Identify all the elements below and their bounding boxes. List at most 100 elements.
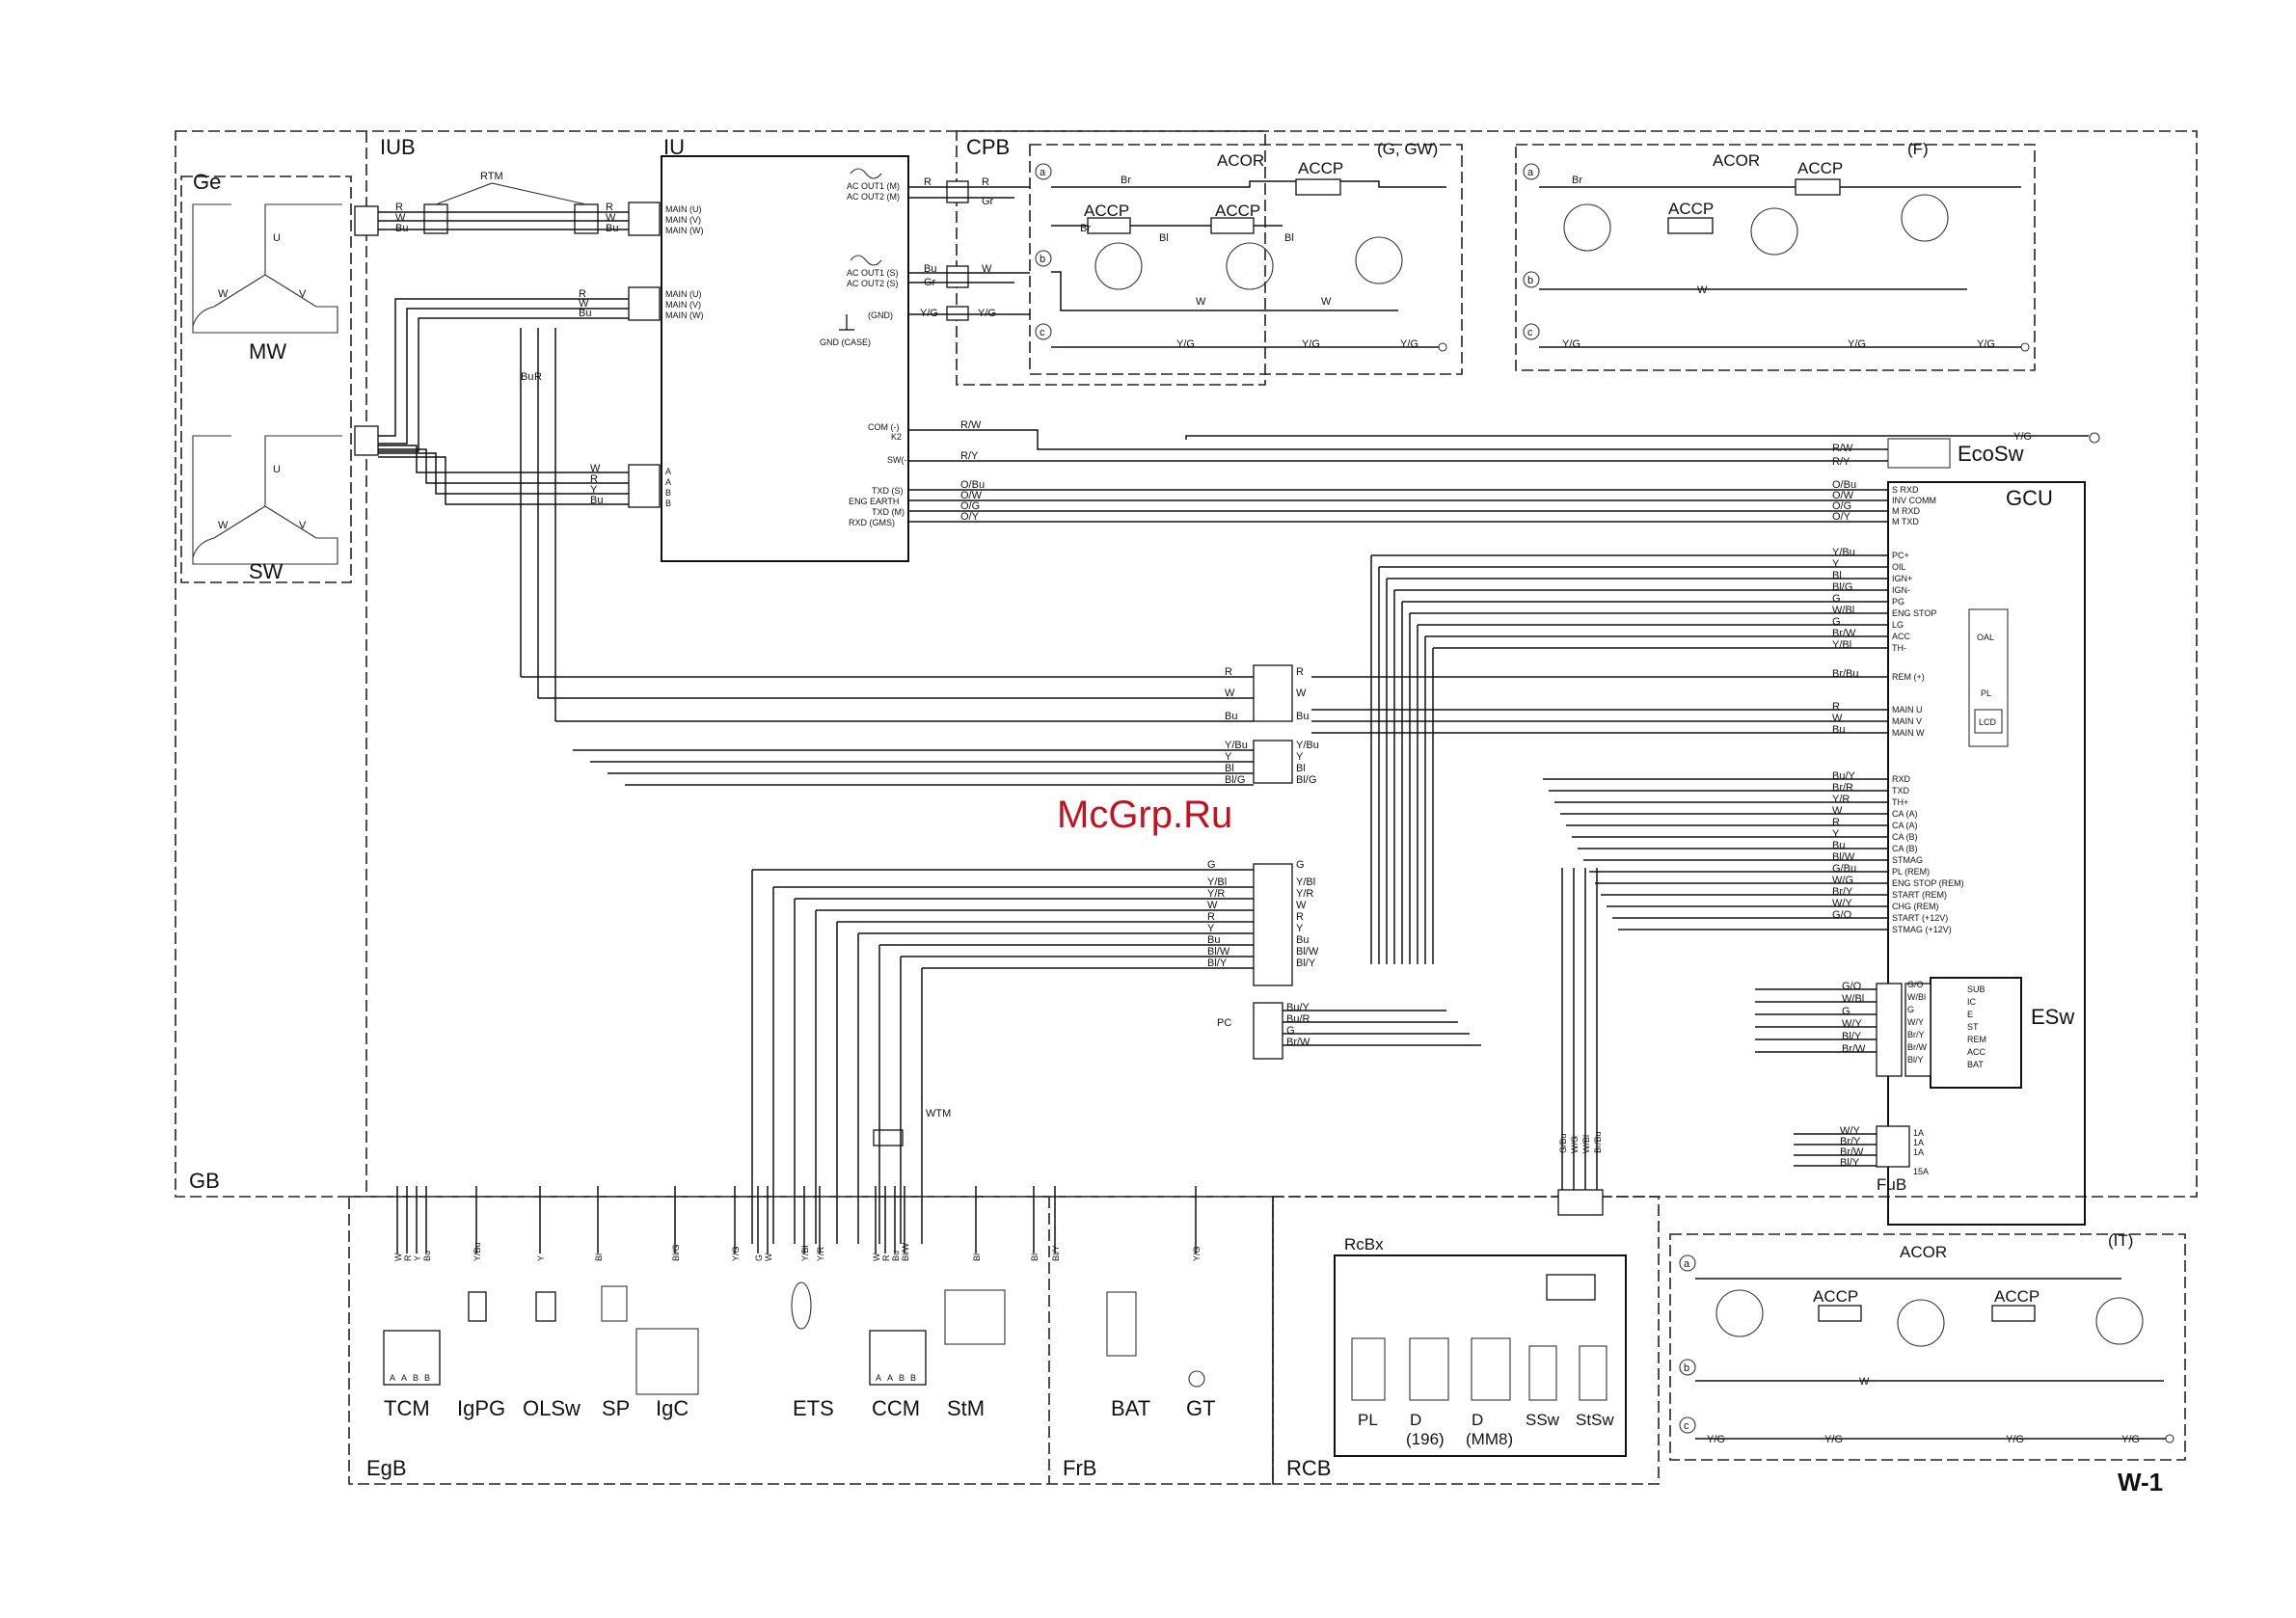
svg-text:Br: Br bbox=[1080, 223, 1091, 234]
label-rcbx: RcBx bbox=[1344, 1235, 1384, 1254]
esw-pin-label: E bbox=[1967, 1010, 1973, 1019]
wire-color-label: W bbox=[1296, 688, 1307, 699]
label-mw: MW bbox=[249, 339, 286, 364]
svg-text:W: W bbox=[1859, 1376, 1870, 1388]
iu-right-terminals: AC OUT1 (M) AC OUT2 (M) AC OUT1 (S) AC O… bbox=[820, 168, 910, 527]
gcu-pin-label: ACC bbox=[1892, 632, 1911, 641]
svg-text:W: W bbox=[1321, 296, 1332, 308]
ecosw-ground-wire bbox=[1185, 435, 2089, 440]
component-label-sp: SP bbox=[602, 1396, 630, 1420]
label-pc: PC bbox=[1217, 1017, 1231, 1029]
acor-g-panel: ACOR (G, GW) ACCP ACCP ACCP a b c Br Br … bbox=[1035, 140, 1447, 352]
wire-color-label: Y/Bu bbox=[1832, 547, 1855, 558]
rcbx: RcBx bbox=[1334, 1189, 1627, 1457]
gcu-pin-label: RXD bbox=[1892, 774, 1911, 784]
gcu-pin-label: OIL bbox=[1892, 562, 1906, 572]
pc-connector: PC bbox=[1217, 1002, 1283, 1060]
wire-color-label: Bl/W bbox=[901, 1242, 910, 1261]
rtm-cable: RTM R W Bu R W Bu bbox=[378, 171, 629, 234]
svg-text:MAIN (U): MAIN (U) bbox=[665, 289, 702, 299]
gcu-pin-label: MAIN W bbox=[1892, 728, 1925, 738]
svg-text:Y/G: Y/G bbox=[1707, 1434, 1725, 1445]
svg-text:ACCP: ACCP bbox=[1813, 1287, 1858, 1306]
svg-text:Y/G: Y/G bbox=[1824, 1434, 1843, 1445]
wire-color-label: R bbox=[1832, 817, 1840, 828]
wire-color-label: W/Bl bbox=[1907, 992, 1926, 1002]
wire-color-label: Bu bbox=[1832, 724, 1845, 736]
wire-color-label: W bbox=[764, 1253, 773, 1261]
wire-color-label: Bu bbox=[1296, 934, 1309, 946]
component-label-igpg: IgPG bbox=[457, 1396, 505, 1420]
wire-color-label: R bbox=[590, 473, 598, 485]
wire-color-label: Bu bbox=[422, 1251, 432, 1261]
wire-color-label: Br/W bbox=[1842, 1043, 1866, 1055]
svg-text:Y/G: Y/G bbox=[978, 308, 996, 319]
svg-text:Gr: Gr bbox=[982, 196, 994, 207]
component-label-stm: StM bbox=[947, 1396, 985, 1420]
sub-winding-wire bbox=[378, 456, 629, 505]
wire-color-label: Br/Bu bbox=[1832, 668, 1859, 680]
svg-text:MAIN (W): MAIN (W) bbox=[665, 226, 704, 235]
gcu-pin-label: REM (+) bbox=[1892, 672, 1925, 682]
svg-text:Bl: Bl bbox=[1284, 232, 1294, 244]
wire-color-label: W/G bbox=[1832, 875, 1853, 886]
ge-box bbox=[180, 175, 352, 583]
wire-color-label: R/W bbox=[960, 419, 982, 431]
svg-text:(GND): (GND) bbox=[868, 310, 893, 320]
wire-color-label: R bbox=[534, 371, 542, 383]
label-gcu: GCU bbox=[2006, 486, 2053, 510]
wire-color-label: Y/R bbox=[816, 1246, 825, 1261]
svg-text:R: R bbox=[606, 202, 613, 213]
label-cpb: CPB bbox=[966, 135, 1010, 159]
svg-text:a: a bbox=[1040, 167, 1046, 178]
wire-color-label: Bu/R bbox=[1286, 1013, 1310, 1025]
tcm-pin-label: A bbox=[390, 1373, 395, 1383]
wire-color-label: R bbox=[403, 1254, 413, 1261]
wire-color-label: G/O bbox=[1832, 909, 1852, 921]
svg-text:COM (-): COM (-) bbox=[868, 422, 900, 432]
mw-winding: U W V MW bbox=[192, 203, 342, 364]
wire-color-label: Y bbox=[536, 1255, 546, 1261]
gcu-pin-label: TXD bbox=[1892, 786, 1910, 796]
page-label: W-1 bbox=[2118, 1468, 2163, 1497]
wire-color-label: Bu bbox=[579, 308, 591, 319]
label-iu: IU bbox=[663, 135, 685, 159]
cpb-box bbox=[956, 130, 1266, 386]
svg-text:Br: Br bbox=[1572, 175, 1582, 186]
svg-text:V: V bbox=[299, 520, 307, 531]
svg-text:W: W bbox=[606, 212, 616, 224]
gcu-pin-label: M RXD bbox=[1892, 506, 1921, 516]
component-label-ets: ETS bbox=[793, 1396, 834, 1420]
svg-text:K2: K2 bbox=[891, 432, 902, 442]
label-iub: IUB bbox=[380, 135, 416, 159]
wire-color-label: Y/Bl bbox=[800, 1245, 810, 1261]
tcm-pin-label: B bbox=[424, 1373, 430, 1383]
svg-text:B: B bbox=[665, 499, 671, 508]
wire-color-label: Bl bbox=[1030, 1254, 1040, 1261]
gcu-pin-label: MAIN V bbox=[1892, 716, 1922, 726]
wire-color-label: Y/G bbox=[1192, 1246, 1202, 1261]
svg-text:TXD (S): TXD (S) bbox=[872, 486, 904, 496]
wire-color-label: W/Y bbox=[1907, 1017, 1924, 1027]
svg-text:OAL: OAL bbox=[1977, 633, 1994, 642]
svg-text:ACCP: ACCP bbox=[1797, 159, 1843, 177]
mid-connectors bbox=[1253, 664, 1293, 986]
wire-color-label: Bl/Y bbox=[1207, 957, 1228, 969]
acor-f-panel: ACOR (F) ACCP ACCP a b c Br W Y/G Y/G Y/… bbox=[1523, 140, 2030, 352]
svg-text:ACCP: ACCP bbox=[1215, 202, 1260, 220]
gcu-pin-label: INV COMM bbox=[1892, 496, 1936, 505]
wire-color-label: Y/R bbox=[1207, 888, 1225, 900]
gcu-pin-label: START (REM) bbox=[1892, 890, 1947, 900]
svg-text:c: c bbox=[1040, 327, 1045, 338]
rcbx-label: (MM8) bbox=[1466, 1430, 1513, 1448]
wire-color-label: Bl bbox=[972, 1254, 982, 1261]
wire-color-label: Br/R bbox=[1832, 782, 1853, 794]
wire-color-label: Y bbox=[1832, 828, 1840, 840]
ge-iu-main-wire bbox=[378, 317, 629, 452]
wire-color-label: G bbox=[754, 1254, 764, 1261]
esw-pin-label: IC bbox=[1967, 997, 1977, 1007]
gcu-pin-label: PL (REM) bbox=[1892, 867, 1930, 876]
acor-it-box bbox=[1669, 1233, 2186, 1461]
svg-text:Bl: Bl bbox=[1159, 232, 1169, 244]
wire-color-label: Bl/Y bbox=[1296, 957, 1316, 969]
